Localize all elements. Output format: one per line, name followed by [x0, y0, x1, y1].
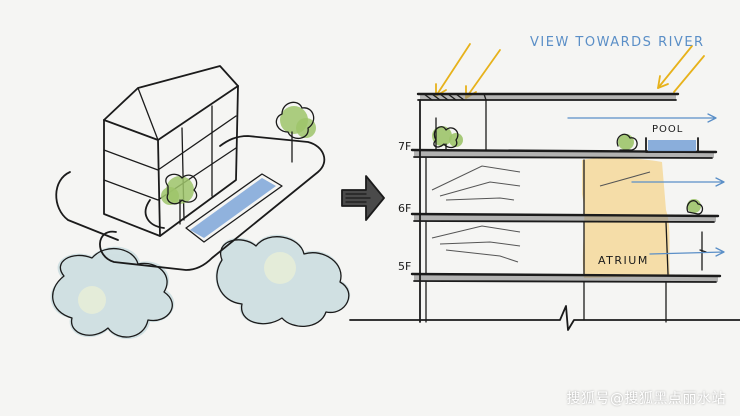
house-site-sketch	[50, 65, 351, 340]
section-walls	[419, 99, 707, 323]
floor-label-6f: 6F	[398, 202, 411, 215]
tree-canopy-outlines	[52, 236, 350, 338]
view-towards-river-label: VIEW TOWARDS RIVER	[530, 35, 705, 50]
watermark-text: 搜狐号@搜狐黑点丽水站	[566, 391, 726, 407]
site-trees	[161, 101, 316, 225]
pool-label: POOL	[652, 124, 683, 135]
view-arrows	[567, 113, 725, 257]
site-pool	[185, 173, 283, 243]
sunlight-arrows	[435, 43, 705, 99]
house-volume	[103, 65, 239, 237]
building-section: VIEW TOWARDS RIVER POOL ATRIUM 7F 6F 5F	[349, 35, 740, 331]
floor-label-7f: 7F	[398, 140, 411, 153]
atrium-label: ATRIUM	[598, 254, 649, 267]
transition-arrow-icon	[341, 175, 385, 221]
section-pool	[645, 137, 699, 153]
floor-slabs	[410, 148, 722, 283]
tree-canopy-washes	[50, 234, 351, 340]
floor-label-5f: 5F	[398, 260, 411, 273]
section-plants	[432, 117, 704, 215]
interior-flow-lines	[431, 165, 651, 263]
